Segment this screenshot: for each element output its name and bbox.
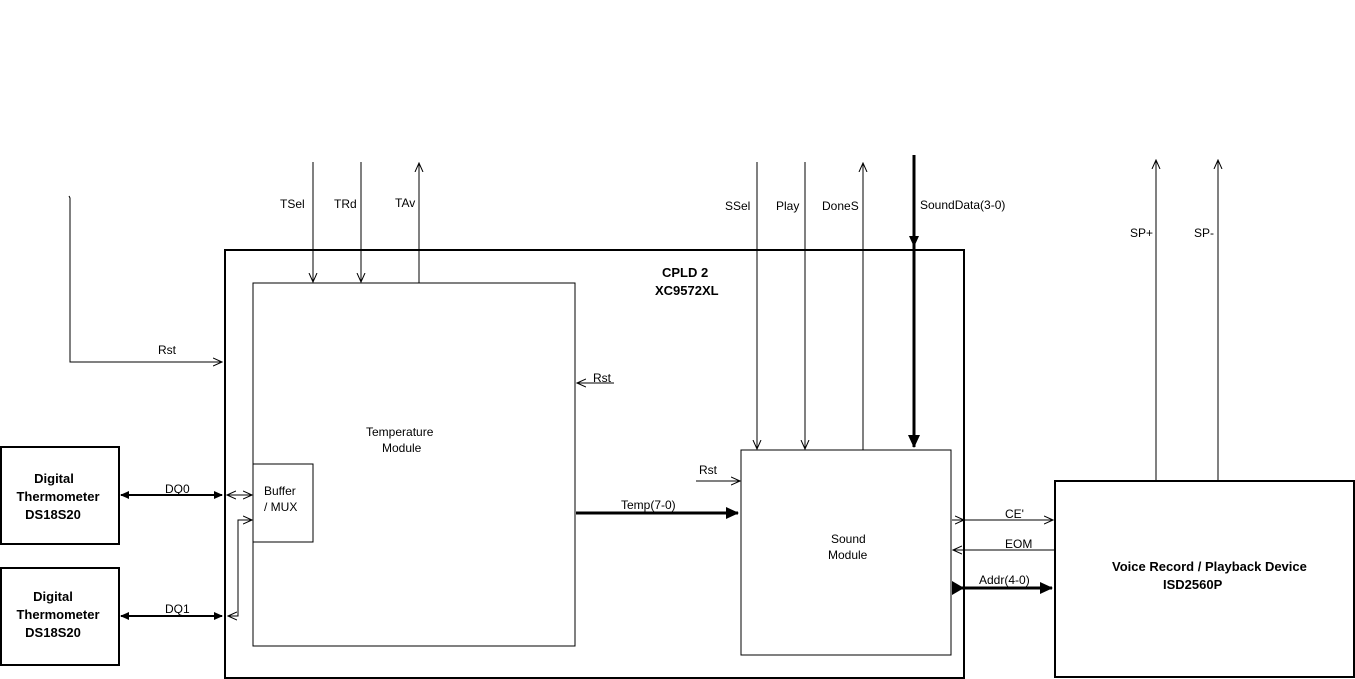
thermometer-0-box: [0, 446, 120, 545]
thermometer-0-label-3: DS18S20: [25, 507, 81, 522]
sound-module-label-2: Module: [828, 548, 868, 562]
trd-label: TRd: [334, 197, 357, 211]
rst-main-label: Rst: [158, 343, 177, 357]
cpld-part-number: XC9572XL: [655, 283, 719, 298]
voice-device-label-1: Voice Record / Playback Device: [1112, 559, 1307, 574]
rst-sound-label: Rst: [699, 463, 718, 477]
temp-bus-label: Temp(7-0): [621, 498, 676, 512]
thermometer-0-label-1: Digital: [34, 471, 74, 486]
thermometer-1-label-3: DS18S20: [25, 625, 81, 640]
voice-device-label-2: ISD2560P: [1163, 577, 1223, 592]
voice-device-box: [1054, 480, 1355, 678]
rst-temp-label: Rst: [593, 371, 612, 385]
sounddata-mid-arrow: [909, 236, 919, 247]
buffer-mux-label-1: Buffer: [264, 484, 296, 498]
addr-inner-arrow: [952, 581, 964, 595]
dq1-label: DQ1: [165, 602, 190, 616]
thermometer-0-label-2: Thermometer: [16, 489, 99, 504]
dones-label: DoneS: [822, 199, 859, 213]
dq0-label: DQ0: [165, 482, 190, 496]
rst-main-line: [68, 195, 222, 362]
tsel-label: TSel: [280, 197, 305, 211]
buffer-mux-box: [252, 463, 314, 543]
play-label: Play: [776, 199, 799, 213]
buffer-mux-label-2: / MUX: [264, 500, 297, 514]
sp-plus-label: SP+: [1130, 226, 1153, 240]
thermometer-1-box: [0, 567, 120, 666]
temperature-module-label-1: Temperature: [366, 425, 434, 439]
thermometer-1-label-2: Thermometer: [16, 607, 99, 622]
sound-module-label-1: Sound: [831, 532, 866, 546]
thermometer-1-label-1: Digital: [33, 589, 73, 604]
ce-label: CE': [1005, 507, 1024, 521]
addr-label: Addr(4-0): [979, 573, 1030, 587]
eom-label: EOM: [1005, 537, 1032, 551]
sounddata-label: SoundData(3-0): [920, 198, 1005, 212]
ssel-label: SSel: [725, 199, 750, 213]
sound-module-box: [740, 449, 952, 656]
sp-minus-label: SP-: [1194, 226, 1214, 240]
cpld-title: CPLD 2: [662, 265, 708, 280]
temperature-module-label-2: Module: [382, 441, 422, 455]
tav-label: TAv: [395, 196, 415, 210]
